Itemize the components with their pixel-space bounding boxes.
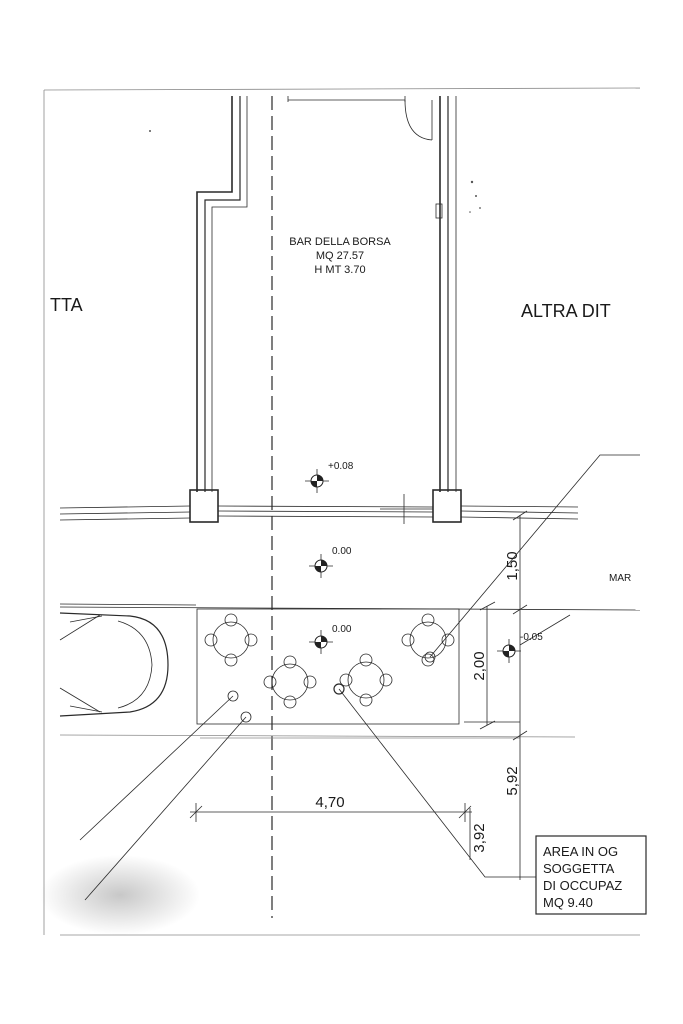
dimension-1-50: 1,50: [504, 551, 521, 580]
note-line-3: DI OCCUPAZ: [543, 878, 622, 893]
level-marker: [305, 469, 329, 493]
left-property-label: TTA: [50, 295, 83, 315]
right-property-label: ALTRA DIT: [521, 301, 611, 321]
scan-smudge: [40, 855, 200, 935]
occupancy-note-box: AREA IN OG SOGGETTA DI OCCUPAZ MQ 9.40: [535, 835, 647, 915]
level-marker: [497, 639, 521, 663]
room-height: H MT 3.70: [314, 264, 365, 276]
note-line-2: SOGGETTA: [543, 861, 615, 876]
facade-lines: [59, 494, 579, 524]
table: [204, 613, 258, 667]
dimension-5-92: 5,92: [504, 766, 521, 795]
table: [339, 653, 393, 707]
note-line-1: AREA IN OG: [543, 844, 618, 859]
leader-lines: [79, 454, 640, 901]
parked-car: [59, 612, 169, 717]
dimension-3-92: 3,92: [471, 823, 488, 852]
level-sidewalk: 0.00: [332, 546, 352, 557]
right-edge-label: MAR: [609, 573, 631, 584]
table: [263, 655, 317, 709]
room-name: BAR DELLA BORSA: [289, 236, 391, 248]
street-edges: [59, 603, 641, 739]
terrace-area: [196, 608, 460, 725]
horizontal-dimension: [189, 803, 472, 822]
scan-specks: [149, 130, 481, 213]
level-terrace: 0.00: [332, 624, 352, 635]
note-line-4: MQ 9.40: [543, 895, 593, 910]
vertical-dimension-chain: [464, 510, 528, 880]
level-marker: [309, 554, 333, 578]
dimension-2-00: 2,00: [471, 651, 488, 680]
dimension-4-70: 4,70: [315, 794, 344, 811]
level-interior: +0.08: [328, 461, 354, 472]
table-group: [204, 613, 455, 723]
level-markers: [305, 469, 521, 663]
room-area: MQ 27.57: [316, 250, 364, 262]
level-marker: [309, 630, 333, 654]
bar-walls: [189, 96, 462, 523]
sheet-border: [43, 87, 641, 936]
level-street: -0.05: [520, 632, 543, 643]
table: [401, 613, 455, 667]
